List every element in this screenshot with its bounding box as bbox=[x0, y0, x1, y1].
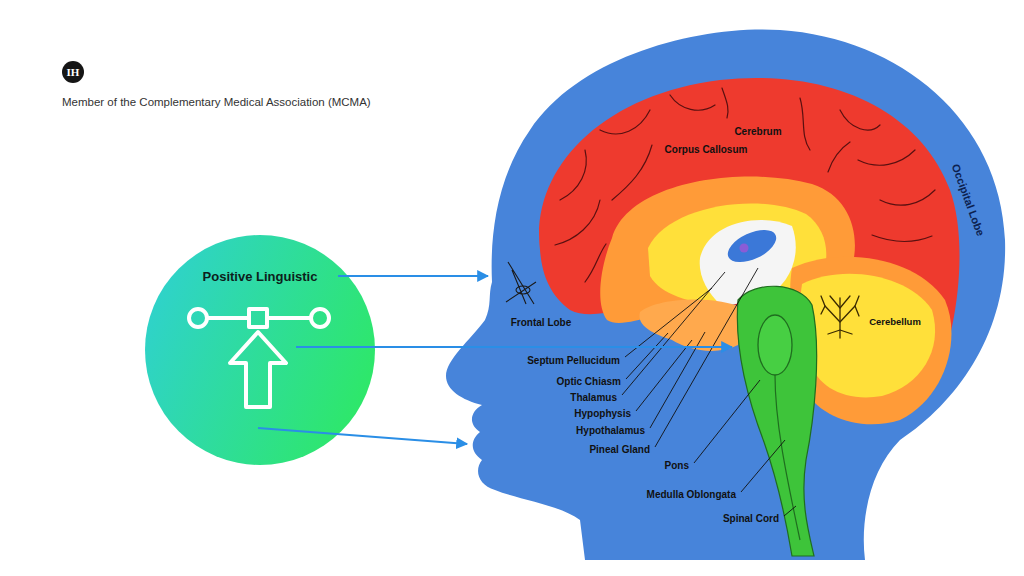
part-label: Hypophysis bbox=[574, 408, 631, 420]
pointer-arrow bbox=[296, 346, 732, 348]
part-label: Thalamus bbox=[570, 392, 617, 404]
icon-anchor bbox=[189, 309, 207, 327]
part-label-holder: Septum Pellucidum bbox=[527, 355, 620, 367]
leader-line bbox=[626, 333, 668, 379]
ventricle-shape bbox=[723, 223, 781, 269]
icon-node bbox=[249, 309, 267, 327]
concept-circle: Positive Linguistic bbox=[145, 235, 375, 465]
tree-branch bbox=[830, 296, 850, 308]
fold-line bbox=[612, 145, 652, 200]
part-label: Septum Pellucidum bbox=[527, 355, 620, 367]
part-label: Occipital Lobe bbox=[949, 162, 987, 238]
part-label-holder: Spinal Cord bbox=[723, 513, 779, 525]
pointer-arrow bbox=[258, 428, 467, 444]
logo-disc bbox=[62, 61, 84, 83]
part-label-holder: Cerebrum bbox=[734, 126, 781, 138]
part-label: Hypothalamus bbox=[576, 425, 645, 437]
icon-handle bbox=[207, 316, 311, 320]
head-silhouette bbox=[446, 29, 1005, 560]
pen-tool-icon bbox=[189, 309, 329, 407]
pons-outline bbox=[758, 315, 792, 375]
leader-line bbox=[741, 440, 785, 492]
leader-line bbox=[636, 340, 692, 411]
leader-line bbox=[655, 268, 758, 447]
frontal-symbol bbox=[506, 262, 536, 304]
leader-lines bbox=[622, 268, 796, 516]
ventricle-dot bbox=[740, 244, 749, 253]
part-label: Optic Chiasm bbox=[557, 376, 621, 388]
part-label: Cerebrum bbox=[734, 126, 781, 138]
symbol-eye bbox=[516, 286, 530, 294]
part-label: Cerebellum bbox=[869, 317, 921, 328]
logo-badge: IH bbox=[62, 61, 84, 83]
part-label: Spinal Cord bbox=[723, 513, 779, 525]
part-label: Frontal Lobe bbox=[511, 317, 572, 329]
fold-line bbox=[880, 190, 935, 205]
tree-branch bbox=[839, 298, 840, 338]
tree-branch bbox=[828, 330, 852, 334]
concept-title: Positive Linguistic bbox=[203, 269, 318, 284]
part-label-holder: Hypophysis bbox=[574, 408, 631, 420]
part-label: Pons bbox=[665, 460, 689, 472]
fold-line bbox=[560, 150, 586, 200]
fold-line bbox=[828, 142, 850, 172]
hypothalamus-region bbox=[639, 299, 742, 350]
leader-line bbox=[694, 380, 760, 463]
part-label-holder: Frontal Lobe bbox=[511, 317, 572, 329]
arbor-vitae bbox=[821, 296, 859, 338]
part-label-holder: Thalamus bbox=[570, 392, 617, 404]
symbol-line bbox=[506, 262, 536, 304]
fold-line bbox=[858, 150, 915, 165]
leader-line bbox=[784, 506, 796, 516]
part-label-holder: Pineal Gland bbox=[589, 444, 650, 456]
part-label-holder: Pons bbox=[665, 460, 689, 472]
part-label: Medulla Oblongata bbox=[647, 489, 736, 501]
cerebellum-inner bbox=[800, 274, 935, 398]
icon-cursor bbox=[230, 332, 286, 407]
part-label: Corpus Callosum bbox=[665, 144, 748, 156]
pointer-arrow bbox=[338, 275, 488, 277]
tree-branch bbox=[821, 296, 859, 316]
part-label-holder: Cerebellum bbox=[869, 317, 921, 328]
icon-anchor bbox=[311, 309, 329, 327]
part-label-holder: Optic Chiasm bbox=[557, 376, 621, 388]
part-label-holder: Medulla Oblongata bbox=[647, 489, 736, 501]
part-label-holder: Hypothalamus bbox=[576, 425, 645, 437]
part-label-holder: Occipital Lobe bbox=[949, 162, 987, 238]
part-label: Pineal Gland bbox=[589, 444, 650, 456]
membership-note-holder: Member of the Complementary Medical Asso… bbox=[62, 96, 371, 109]
fold-line bbox=[872, 235, 932, 242]
fold-line bbox=[722, 88, 728, 118]
membership-note: Member of the Complementary Medical Asso… bbox=[62, 96, 371, 109]
fold-line bbox=[600, 110, 650, 134]
concept-disc bbox=[145, 235, 375, 465]
fold-line bbox=[840, 110, 880, 130]
fold-line bbox=[670, 95, 715, 110]
part-label-holder: Corpus Callosum bbox=[665, 144, 748, 156]
fold-line bbox=[800, 98, 810, 150]
logo-text: IH bbox=[67, 61, 80, 83]
fold-line bbox=[555, 200, 600, 245]
leader-line bbox=[622, 272, 725, 395]
